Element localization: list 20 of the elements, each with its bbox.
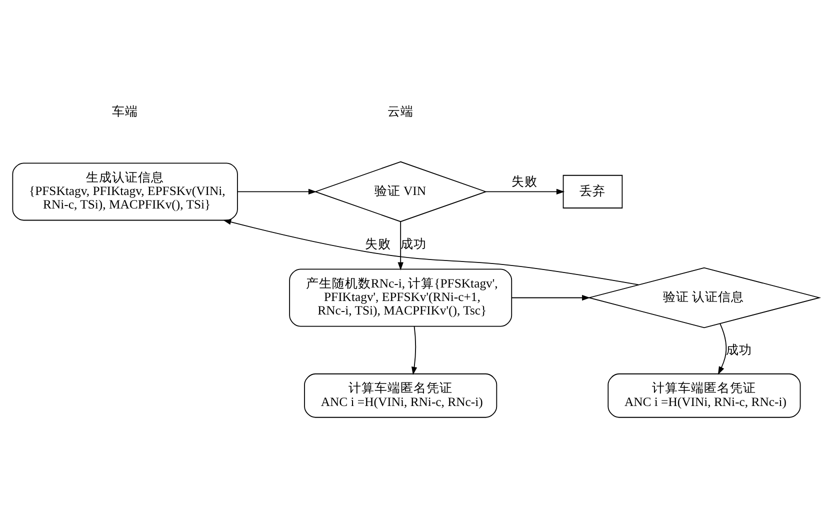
arrow (237, 188, 317, 194)
edge-label: 失败 (511, 174, 538, 188)
arrow (511, 294, 590, 300)
label: 车端 (112, 104, 138, 118)
node-diamond: 验证 认证信息 (587, 266, 822, 328)
edge-label: 成功 (726, 342, 752, 357)
node-box: 计算车端匿名凭证 ANC i =H(VINi, RNi-c, RNc-i) (304, 372, 498, 418)
node-box: 生成认证信息 {PFSKtagv, PFIKtagv, EPFSKv(VINi, RNi-c, TSi), MACPFIKv(), TSi} (12, 162, 238, 220)
label: 云端 (387, 104, 414, 118)
arrow (222, 218, 640, 285)
arrow (411, 325, 418, 375)
arrow (486, 188, 565, 194)
node-diamond: 验证 VIN (314, 160, 488, 222)
arrow (398, 220, 404, 270)
arrow (718, 322, 727, 374)
edge-label: 失败 (365, 236, 392, 251)
edge-label: 成功 (400, 236, 427, 251)
node-box: 产生随机数RNc-i, 计算{PFSKtagv', PFIKtagv', EPFSKv'(RNi-c+1, RNc-i, TSi), MACPFIKv'(), Tsc} (289, 268, 512, 326)
node-box: 丢弃 (562, 174, 623, 208)
node-box: 计算车端匿名凭证 ANC i =H(VINi, RNi-c, RNc-i) (608, 372, 801, 418)
